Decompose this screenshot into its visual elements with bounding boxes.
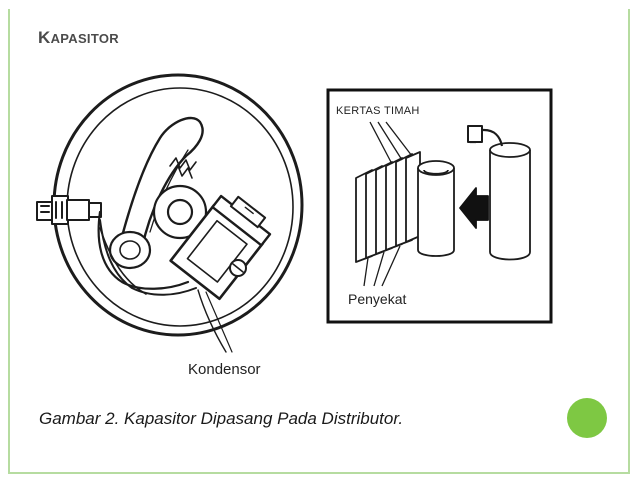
green-circle-decoration xyxy=(567,398,607,438)
slide-frame xyxy=(8,9,630,474)
slide-title: KAPASITOR xyxy=(38,28,119,49)
slide-title-initial: K xyxy=(38,28,51,47)
figure-caption: Gambar 2. Kapasitor Dipasang Pada Distri… xyxy=(39,409,404,428)
slide-title-rest: APASITOR xyxy=(50,31,119,46)
